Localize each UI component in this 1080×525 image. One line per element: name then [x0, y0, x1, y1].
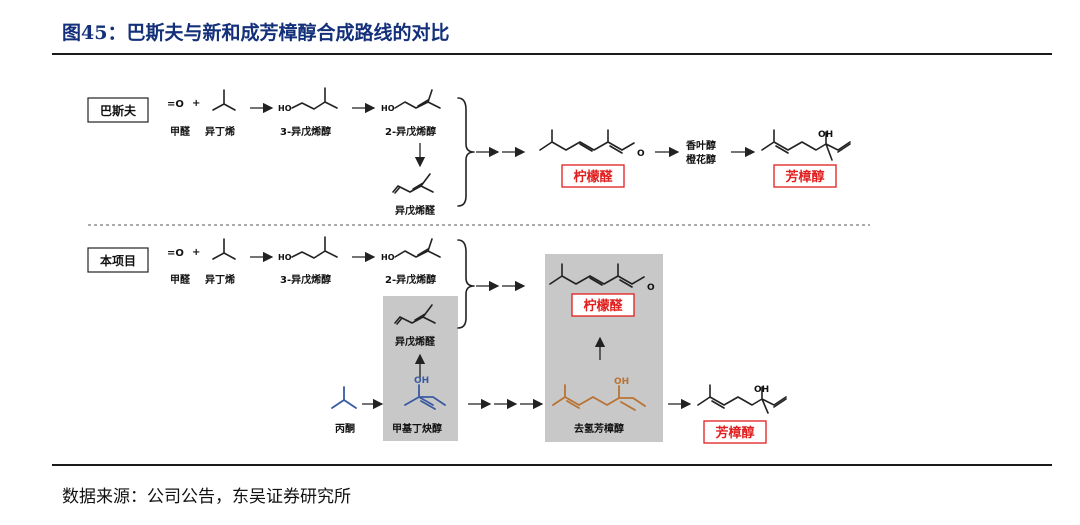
basf-nerol-label: 橙花醇: [686, 153, 716, 166]
nhu-acetone-structure: [331, 386, 357, 409]
basf-linalool-box: [773, 164, 837, 188]
source-note: 数据来源：公司公告，东吴证券研究所: [62, 487, 351, 507]
nhu-isopentenol3-structure: [291, 236, 338, 259]
basf-citral-structure: [539, 129, 635, 154]
nhu-isopentenal-structure: [394, 304, 436, 325]
nhu-label: 本项目: [100, 253, 136, 268]
figure-title: 图45：巴斯夫与新和成芳樟醇合成路线的对比: [62, 22, 450, 44]
basf-isopentenal-structure: [392, 173, 434, 194]
basf-isopentenol3-label: 3-异戊烯醇: [280, 125, 331, 138]
basf-isopentenal-label: 异戊烯醛: [395, 204, 436, 217]
nhu-dehydrolinalool-structure: [552, 384, 646, 411]
nhu-plus: +: [192, 247, 200, 258]
basf-plus: +: [192, 98, 200, 109]
nhu-ho-2: HO: [381, 253, 395, 262]
nhu-gray-box-right: [545, 254, 663, 442]
basf-linalool-oh: OH: [818, 130, 833, 140]
nhu-linalool-box: [703, 420, 767, 444]
nhu-formaldehyde-label: 甲醛: [170, 273, 191, 286]
nhu-brace: [457, 239, 475, 329]
basf-citral-box: [561, 164, 625, 188]
basf-isopentenol2-structure: [394, 89, 441, 109]
nhu-citral-structure: [549, 263, 645, 288]
nhu-isopentenol2-structure: [394, 238, 441, 258]
nhu-linalool-structure: [697, 384, 787, 414]
top-rule: [52, 53, 1052, 55]
basf-formaldehyde-label: 甲醛: [170, 125, 191, 138]
basf-isopentenol3-structure: [291, 87, 338, 110]
nhu-methylbutynol-structure: [404, 384, 446, 410]
nhu-methylbutynol-label: 甲基丁炔醇: [392, 422, 442, 435]
nhu-isobutene-structure: [212, 238, 236, 260]
nhu-isopentenol2-label: 2-异戊烯醇: [385, 273, 436, 286]
nhu-citral-o: O: [647, 283, 655, 293]
nhu-ho-1: HO: [278, 253, 292, 262]
nhu-isopentenol3-label: 3-异戊烯醇: [280, 273, 331, 286]
nhu-citral-box: [571, 293, 635, 317]
basf-citral-label: 柠檬醛: [573, 169, 613, 185]
nhu-formaldehyde-formula: =O: [167, 248, 184, 259]
basf-ho-1: HO: [278, 104, 292, 113]
basf-isobutene-label: 异丁烯: [205, 125, 235, 138]
basf-geraniol-label: 香叶醇: [686, 139, 716, 152]
basf-ho-2: HO: [381, 104, 395, 113]
nhu-linalool-oh: OH: [754, 385, 769, 395]
nhu-label-box: [87, 247, 149, 273]
basf-linalool-label: 芳樟醇: [785, 169, 824, 185]
basf-citral-o: O: [637, 149, 645, 159]
nhu-linalool-label: 芳樟醇: [715, 425, 754, 441]
basf-brace: [457, 97, 475, 207]
nhu-dehydrolinalool-oh: OH: [614, 377, 629, 387]
nhu-citral-label: 柠檬醛: [583, 298, 623, 314]
nhu-isopentenal-label: 异戊烯醛: [395, 335, 436, 348]
basf-isopentenol2-label: 2-异戊烯醇: [385, 125, 436, 138]
basf-formaldehyde-formula: =O: [167, 99, 184, 110]
basf-label-box: [87, 97, 149, 123]
basf-linalool-structure: [761, 129, 851, 161]
nhu-methylbutynol-oh: OH: [414, 376, 429, 386]
basf-label: 巴斯夫: [100, 103, 137, 118]
nhu-dehydrolinalool-label: 去氢芳樟醇: [574, 422, 624, 435]
bottom-rule: [52, 464, 1052, 466]
nhu-isobutene-label: 异丁烯: [205, 273, 235, 286]
basf-isobutene-structure: [212, 89, 236, 111]
nhu-acetone-label: 丙酮: [335, 423, 355, 435]
